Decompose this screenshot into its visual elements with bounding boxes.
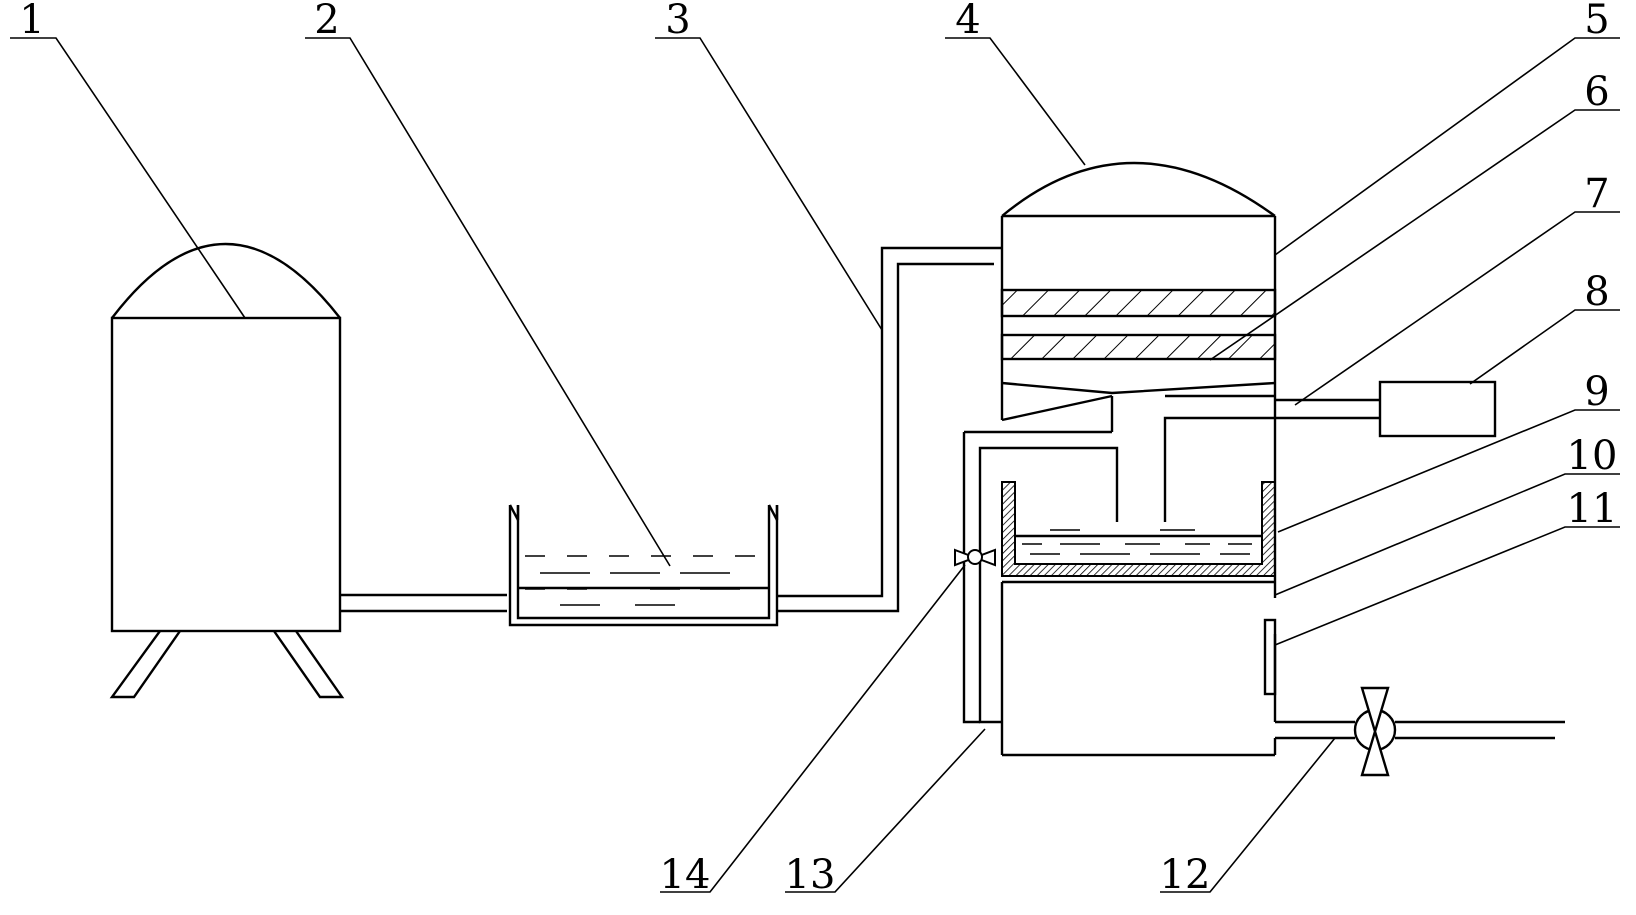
label-7: 7 [1584, 171, 1609, 217]
label-8: 8 [1584, 269, 1609, 315]
drain-pipe [1275, 686, 1565, 777]
collecting-tray [1001, 481, 1276, 584]
storage-tank [109, 243, 345, 699]
label-2: 2 [314, 0, 339, 43]
recirculation-pipe [962, 432, 1119, 724]
pipe-reservoir-to-tower [777, 246, 1003, 613]
water-reservoir [508, 504, 779, 627]
pipe-tank-to-reservoir [340, 593, 507, 613]
label-14: 14 [660, 852, 711, 898]
scrubbing-tower [1000, 161, 1277, 757]
spray-distributor [964, 381, 1276, 434]
label-6: 6 [1584, 69, 1609, 115]
packing-layers [1000, 288, 1277, 361]
label-3: 3 [665, 0, 690, 43]
label-13: 13 [785, 852, 836, 898]
labels: 1 2 3 4 5 6 7 8 9 10 11 12 13 14 [19, 0, 1617, 898]
leader-lines [10, 37, 1620, 893]
label-5: 5 [1584, 0, 1609, 43]
tray-water-lines [1022, 529, 1252, 555]
reservoir-water-lines [525, 555, 755, 606]
pump-unit [1163, 380, 1497, 522]
label-9: 9 [1584, 369, 1609, 415]
recirculation-valve [954, 548, 996, 567]
label-12: 12 [1160, 852, 1211, 898]
sight-window [1263, 618, 1277, 696]
label-4: 4 [955, 0, 980, 43]
label-10: 10 [1567, 433, 1618, 479]
label-1: 1 [19, 0, 44, 43]
label-11: 11 [1567, 486, 1618, 532]
